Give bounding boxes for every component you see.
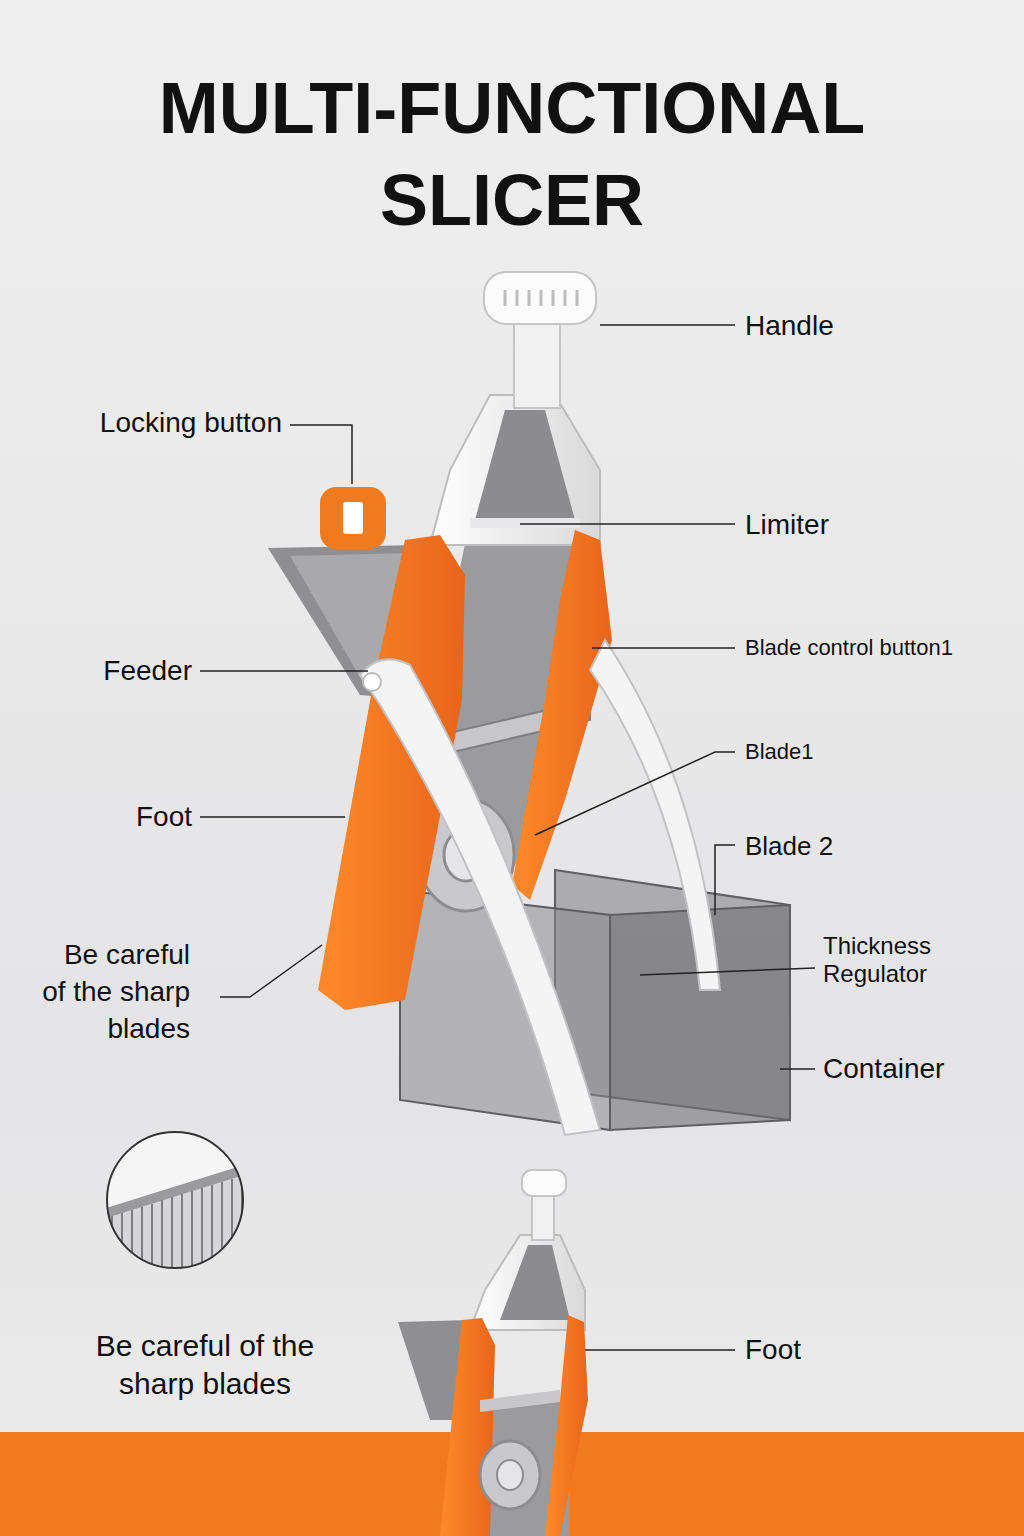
handle-cap xyxy=(484,272,596,324)
part-label: Thickness Regulator xyxy=(823,932,1013,988)
blade-comb xyxy=(100,1160,260,1290)
right-foot xyxy=(512,530,612,900)
handle-stem xyxy=(514,318,560,408)
part-label: Blade control button1 xyxy=(745,634,1015,662)
title: MULTI-FUNCTIONAL SLICER xyxy=(62,62,962,246)
part-label: Feeder xyxy=(30,654,192,688)
left-arm xyxy=(360,659,600,1135)
blade-inset-ring xyxy=(107,1132,243,1268)
part-label: Limiter xyxy=(745,508,945,542)
part-label: Foot xyxy=(30,800,192,834)
part-label: Blade1 xyxy=(745,738,945,766)
part-label: Container xyxy=(823,1052,1013,1086)
right-arm xyxy=(590,640,720,990)
pivot xyxy=(363,673,381,691)
small-slicer xyxy=(398,1170,588,1536)
locking-button xyxy=(320,487,386,549)
neck xyxy=(430,395,600,545)
part-label: Be careful of the sharp blades xyxy=(40,936,190,1047)
locking-button-slot xyxy=(343,502,363,534)
part-label: Blade 2 xyxy=(745,830,945,862)
part-label: Foot xyxy=(745,1333,945,1367)
leader-lines xyxy=(200,325,815,1350)
part-label: Locking button xyxy=(30,406,282,440)
handle-grip xyxy=(505,290,577,306)
limiter-bar xyxy=(470,518,580,528)
part-label: Be careful of the sharp blades xyxy=(60,1327,350,1403)
neck-channel xyxy=(475,410,575,520)
part-label: Handle xyxy=(745,309,945,343)
